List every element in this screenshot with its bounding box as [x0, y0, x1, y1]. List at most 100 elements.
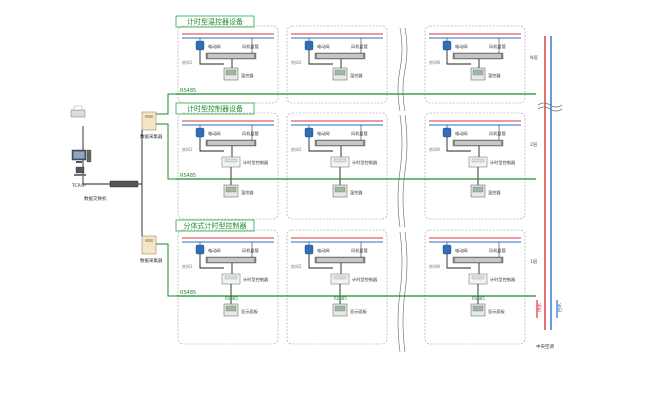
room-label: 房间N — [429, 59, 440, 65]
monitor-screen — [73, 151, 85, 159]
device-panel-screen — [472, 186, 484, 193]
data-collector-2: 数据采集器 — [140, 235, 163, 264]
control-wire — [446, 137, 471, 152]
timing-controller-label: 计时型控制器 — [490, 276, 516, 283]
room-label: 房间N — [429, 263, 440, 269]
timing-controller-display — [333, 158, 347, 163]
monitor-stand — [76, 161, 82, 163]
meter-rs485-label: RS485 — [334, 296, 347, 301]
timing-controller-label: 计时型控制器 — [243, 159, 269, 166]
pc-tower-icon — [86, 149, 92, 163]
fancoil-label: 风机盘管 — [242, 247, 259, 254]
valve-icon — [304, 127, 314, 138]
fancoil-label: 风机盘管 — [489, 247, 506, 254]
room-frame — [286, 229, 388, 345]
control-wire — [199, 137, 224, 152]
data-collector-label: 数据采集器 — [140, 133, 163, 140]
timing-controller-label: 计时型控制器 — [352, 276, 378, 283]
timing-controller-display — [471, 275, 485, 280]
fancoil-label: 风机盘管 — [351, 247, 368, 254]
network-switch-label: 数据交换机 — [84, 195, 107, 202]
data-collector-icon — [141, 235, 157, 255]
control-wire — [446, 50, 471, 65]
room-1: 电动阀风机盘管房间1计时型控制器显示面板RS485 — [177, 229, 279, 345]
room-2: 电动阀风机盘管房间2计时型控制器温控器 — [286, 112, 388, 220]
device-panel-screen — [472, 305, 484, 312]
room-3: 电动阀风机盘管房间N计时型控制器温控器 — [424, 112, 526, 220]
rs485-label: RS485 — [180, 88, 196, 94]
room-frame — [424, 112, 526, 220]
device-panel-screen — [472, 69, 484, 76]
device-panel-screen — [225, 305, 237, 312]
room-2: 电动阀风机盘管房间2计时型控制器显示面板RS485 — [286, 229, 388, 345]
break-mark — [397, 114, 403, 228]
room-3: 电动阀风机盘管房间N计时型控制器显示面板RS485 — [424, 229, 526, 345]
section-title: 分体式计时型控制器 — [184, 221, 247, 230]
timing-controller-display — [333, 275, 347, 280]
valve-label: 电动阀 — [455, 247, 468, 254]
fancoil-grill — [317, 54, 363, 58]
fancoil-grill — [455, 258, 501, 262]
valve-icon — [195, 40, 205, 51]
valve-icon — [304, 244, 314, 255]
room-frame — [177, 112, 279, 220]
section-title-box — [175, 102, 255, 115]
fancoil-label: 风机盘管 — [351, 130, 368, 137]
data-collector-1: 数据采集器 — [140, 111, 163, 140]
room-frame — [177, 229, 279, 345]
room-frame — [286, 112, 388, 220]
supply-legend-label: 供水 — [536, 303, 543, 312]
valve-icon — [442, 244, 452, 255]
device-panel-screen — [225, 69, 237, 76]
computer-icon — [74, 166, 86, 176]
valve-label: 电动阀 — [208, 130, 221, 137]
section-title-box — [175, 219, 255, 232]
floor-section-1: 计时型温控器设备N层电动阀风机盘管房间1温控器电动阀风机盘管房间2温控器电动阀风… — [175, 15, 538, 112]
room-frame — [424, 25, 526, 104]
valve-icon — [195, 127, 205, 138]
fancoil-grill — [455, 54, 501, 58]
device-label: 温控器 — [350, 72, 363, 79]
valve-label: 电动阀 — [317, 130, 330, 137]
control-wire — [199, 254, 224, 269]
collector-bus-link — [156, 243, 176, 297]
timing-controller-label: 计时型控制器 — [490, 159, 516, 166]
control-wire — [308, 254, 333, 269]
break-mark — [402, 27, 408, 112]
control-wire — [308, 50, 333, 65]
floor-label: 2层 — [530, 142, 538, 148]
data-collector-slot — [145, 239, 153, 242]
device-label: 显示面板 — [488, 308, 506, 315]
device-label: 显示面板 — [350, 308, 368, 315]
floor-label: N层 — [530, 55, 538, 61]
riser-break-mark — [537, 106, 563, 112]
collector-bus-link — [156, 93, 176, 115]
valve-label: 电动阀 — [208, 43, 221, 50]
fancoil-label: 风机盘管 — [351, 43, 368, 50]
fancoil-grill — [455, 141, 501, 145]
room-label: 房间1 — [182, 59, 193, 65]
network-link — [138, 183, 143, 236]
device-label: 温控器 — [241, 189, 254, 196]
riser-break-mark — [537, 102, 563, 108]
room-2: 电动阀风机盘管房间2温控器 — [286, 25, 388, 104]
central-ac-label: 中央空调 — [536, 343, 554, 350]
floor-section-3: 分体式计时型控制器 1层 电动阀风机盘管房间1计时型控制器显示面板RS485 电动阀 风… — [175, 219, 538, 353]
section-title: 计时型温控器设备 — [187, 17, 243, 26]
collector-bus-link — [156, 123, 176, 180]
control-wire — [446, 254, 471, 269]
floor-label: 1层 — [530, 259, 538, 265]
room-1: 电动阀风机盘管房间1温控器 — [177, 25, 279, 104]
fancoil-grill — [208, 258, 254, 262]
fancoil-grill — [317, 141, 363, 145]
fancoil-label: 风机盘管 — [489, 130, 506, 137]
fancoil-grill — [208, 54, 254, 58]
valve-label: 电动阀 — [317, 247, 330, 254]
device-label: 温控器 — [488, 189, 501, 196]
device-label: 温控器 — [350, 189, 363, 196]
section-title: 计时型控制器设备 — [187, 104, 243, 113]
room-3: 电动阀风机盘管房间N温控器 — [424, 25, 526, 104]
data-collector-label: 数据采集器 — [140, 257, 163, 264]
floor-section-2: 计时型控制器设备2层电动阀风机盘管房间1计时型控制器温控器电动阀风机盘管房间2计… — [175, 102, 538, 228]
valve-label: 电动阀 — [455, 130, 468, 137]
